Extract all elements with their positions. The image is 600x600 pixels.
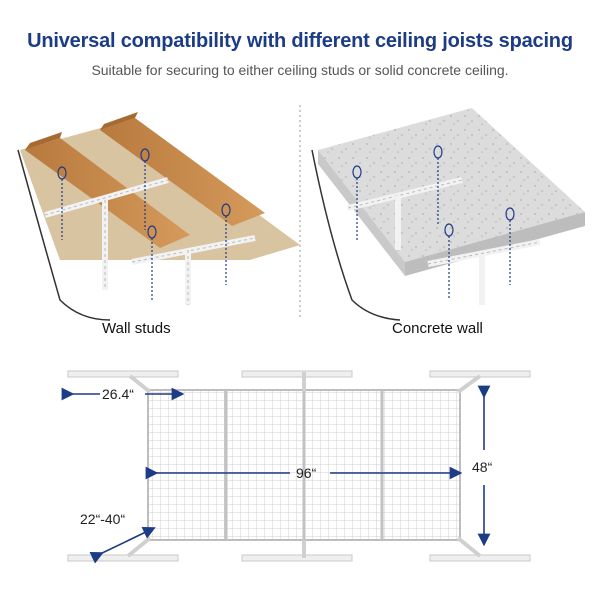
wall-studs-scene [17,112,300,321]
screw-markers [57,148,231,300]
concrete-scene [311,108,585,321]
room-outline [17,149,111,321]
height-range-arrow [89,527,156,564]
screw-markers [352,145,515,300]
joist [25,138,190,248]
ceiling-bracket [347,177,463,250]
bracket-length-label: 26.4“ [102,386,134,402]
joist [100,118,265,226]
page-title: Universal compatibility with different c… [27,30,573,52]
ceiling-bracket [427,239,541,305]
room-outline [311,149,401,321]
rack-width-label: 48“ [472,459,493,475]
page-subtitle: Suitable for securing to either ceiling … [91,62,509,78]
ceiling-bracket [44,177,169,290]
concrete-wall-label: Concrete wall [392,320,483,337]
ceiling-board [20,120,300,260]
grid-dividers [224,390,384,540]
rack-length-label: 96“ [296,465,317,481]
height-range-label: 22“-40“ [80,511,125,527]
rack-top-view: 26.4“ 96“ 48“ 22“-40“ [61,370,531,564]
wall-studs-label: Wall studs [102,320,171,337]
